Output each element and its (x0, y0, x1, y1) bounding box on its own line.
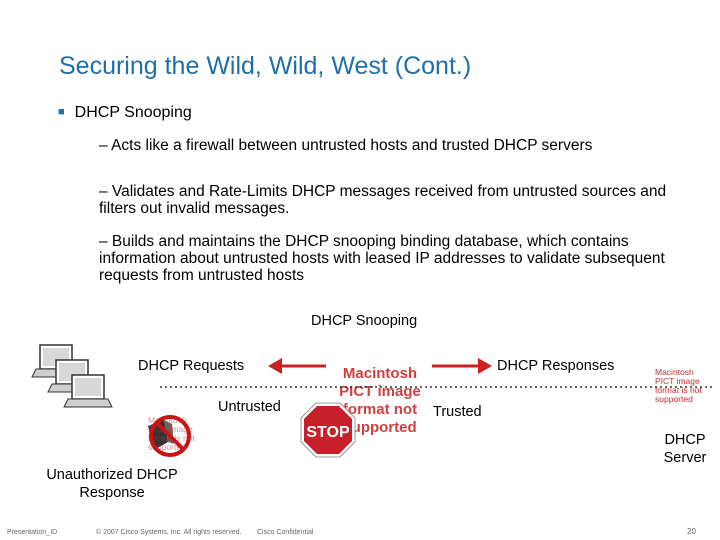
laptop-hosts-icon (31, 344, 113, 408)
stop-sign-text: STOP (306, 424, 350, 441)
trusted-label: Trusted (433, 404, 482, 420)
switch-image-placeholder: Macintosh PICT image format not supporte… (339, 365, 421, 436)
footer-presentation-id: Presentation_ID (7, 529, 58, 536)
network-link-line (160, 386, 715, 388)
stop-sign-icon: STOP (300, 402, 356, 458)
footer-confidential: Cisco Confidential (257, 529, 314, 536)
rogue-server-prohibited-icon (148, 415, 191, 457)
dhcp-responses-label: DHCP Responses (497, 358, 615, 374)
responses-arrow-icon (432, 358, 492, 374)
dhcp-server-label: DHCP Server (663, 432, 707, 466)
sub-point-2: – Validates and Rate-Limits DHCP message… (99, 183, 667, 217)
rogue-image-placeholder: Macintosh PICT image format is not suppo… (148, 415, 195, 452)
diagram-heading: DHCP Snooping (311, 313, 418, 329)
unauthorized-response-label: Unauthorized DHCP Response (46, 467, 178, 501)
slide-title: Securing the Wild, Wild, West (Cont.) (59, 52, 472, 80)
untrusted-label: Untrusted (218, 399, 281, 415)
square-bullet-icon: ■ (58, 106, 65, 118)
bullet-label: DHCP Snooping (74, 104, 192, 121)
requests-arrow-icon (268, 358, 326, 374)
sub-point-3: – Builds and maintains the DHCP snooping… (99, 233, 665, 284)
footer-page-number: 20 (687, 527, 696, 536)
footer-copyright: © 2007 Cisco Systems, Inc. All rights re… (96, 529, 242, 536)
dhcp-requests-label: DHCP Requests (138, 358, 245, 374)
sub-point-1: – Acts like a firewall between untrusted… (99, 137, 593, 154)
bullet-dhcp-snooping: ■ DHCP Snooping (58, 104, 192, 122)
server-image-placeholder: Macintosh PICT image format is not suppo… (655, 367, 702, 404)
